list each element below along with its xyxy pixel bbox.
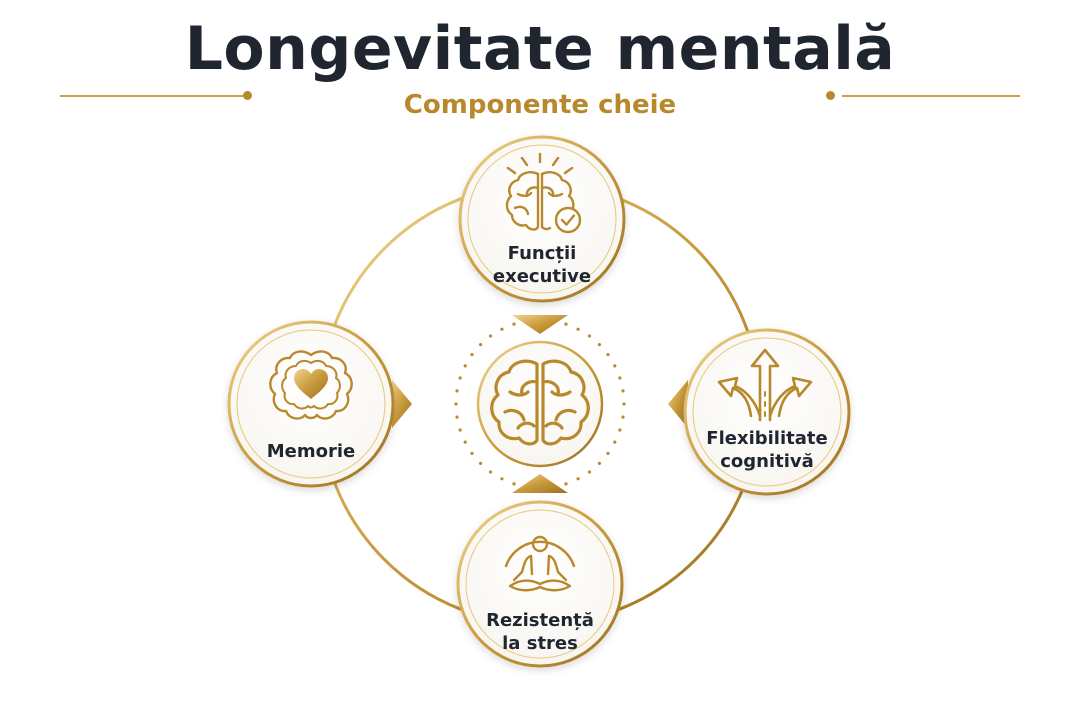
ring-dot xyxy=(512,322,516,326)
pointer-stress xyxy=(512,474,568,493)
title-rule-dot-left xyxy=(243,91,252,100)
ring-dot xyxy=(606,353,610,357)
node-label-flexibility: Flexibilitate cognitivă xyxy=(706,428,828,472)
ring-dot xyxy=(458,428,462,432)
pointer-memory xyxy=(392,380,412,428)
ring-dot xyxy=(479,343,483,347)
ring-dot xyxy=(613,440,617,444)
ring-dot xyxy=(463,440,467,444)
title-rule-dot-right xyxy=(826,91,835,100)
ring-dot xyxy=(597,461,602,465)
ring-dot xyxy=(500,477,504,481)
title-rule-right xyxy=(842,95,1020,97)
node-label-stress: Rezistență la stres xyxy=(486,610,594,654)
brain-icon xyxy=(490,359,590,446)
ring-dot xyxy=(455,415,459,419)
ring-dot xyxy=(622,402,626,406)
ring-dot xyxy=(621,389,625,393)
center-brain xyxy=(476,340,604,468)
ring-dot xyxy=(613,364,617,368)
ring-dot xyxy=(489,334,493,338)
ring-dot xyxy=(576,327,580,331)
ring-dot xyxy=(576,477,580,481)
ring-dot xyxy=(512,482,516,486)
pointer-executive xyxy=(512,315,568,334)
ring-dot xyxy=(564,482,568,486)
title-rule-left xyxy=(60,95,246,97)
pointer-flexibility xyxy=(668,380,688,428)
ring-dot xyxy=(564,322,568,326)
node-label-executive: Funcții executive xyxy=(492,243,592,287)
ring-dot xyxy=(455,389,459,393)
meditation-icon xyxy=(504,535,576,592)
ring-dot xyxy=(489,470,493,474)
ring-dot xyxy=(597,343,602,347)
branching-arrows-icon xyxy=(717,348,813,422)
ring-dot xyxy=(587,334,592,338)
page-subtitle: Componente cheie xyxy=(403,90,677,120)
brain-check-icon xyxy=(505,152,582,234)
brain-heart-icon xyxy=(269,350,353,420)
ring-dot xyxy=(458,376,462,380)
node-flexibility xyxy=(683,328,851,496)
ring-dot xyxy=(606,451,610,455)
ring-dot xyxy=(587,470,592,474)
ring-dot xyxy=(479,461,483,465)
ring-dot xyxy=(463,364,467,368)
node-label-memory: Memorie xyxy=(266,441,356,462)
ring-dot xyxy=(621,415,625,419)
ring-dot xyxy=(618,428,622,432)
ring-dot xyxy=(500,327,504,331)
node-memory xyxy=(227,320,395,488)
ring-dot xyxy=(618,376,622,380)
page-title: Longevitate mentală xyxy=(184,14,896,84)
ring-dot xyxy=(470,353,474,357)
ring-dot xyxy=(470,451,474,455)
ring-dot xyxy=(454,402,458,406)
